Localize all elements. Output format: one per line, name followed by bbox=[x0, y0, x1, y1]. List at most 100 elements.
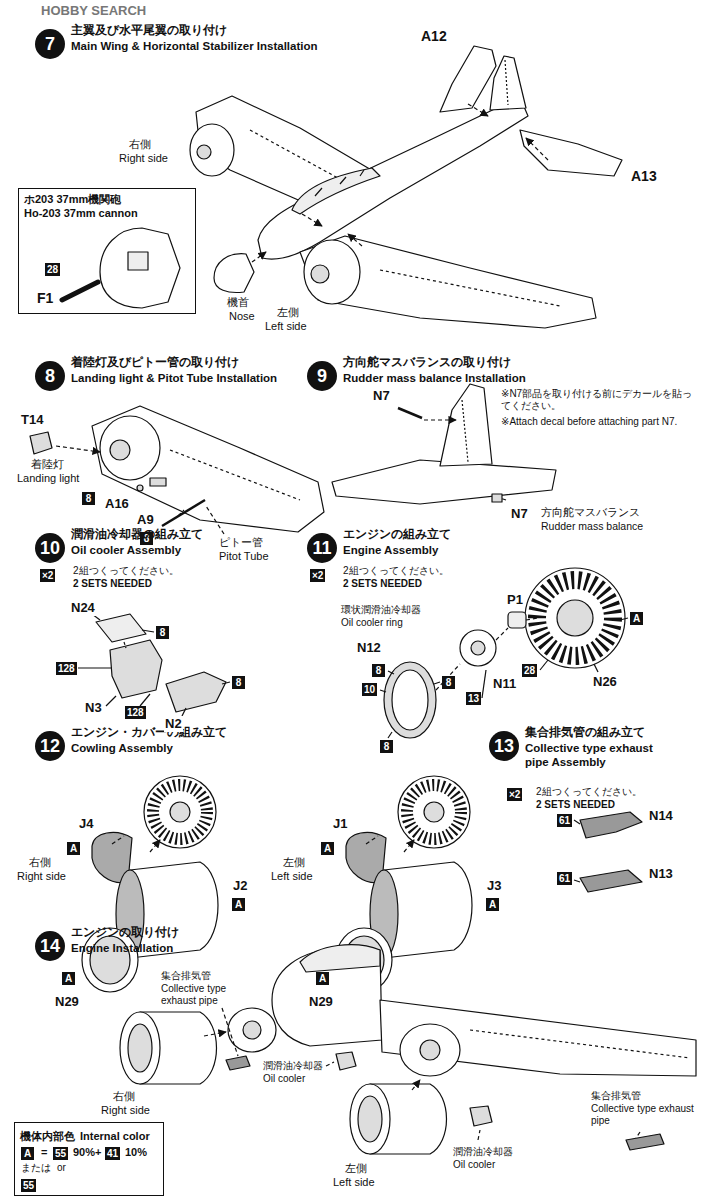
assembly-arrow bbox=[526, 138, 548, 160]
part-number: P1 bbox=[506, 592, 524, 608]
assembly-arrow bbox=[204, 1032, 226, 1036]
assembly-arrow bbox=[326, 1062, 334, 1066]
paint-callout: 8 bbox=[380, 740, 393, 753]
leader-line bbox=[574, 820, 580, 882]
exhaust-pipe-drawing bbox=[580, 812, 642, 838]
leader-line bbox=[182, 708, 186, 716]
paint-code: 41 bbox=[107, 1148, 118, 1159]
airframe-drawing bbox=[315, 170, 364, 196]
oil-cooler-drawing bbox=[166, 672, 226, 712]
assembly-arrow bbox=[56, 446, 224, 534]
paint-callout: 8 bbox=[82, 492, 95, 505]
part-number: F1 bbox=[36, 290, 54, 307]
leader-line bbox=[540, 660, 548, 670]
engine-drawing bbox=[384, 568, 625, 738]
step-title: 潤滑油冷却器の組み立て bbox=[71, 527, 203, 541]
note-text: 環状潤滑油冷却器 bbox=[340, 604, 422, 616]
engine-installation-drawing bbox=[300, 945, 380, 972]
note-text: Right side bbox=[100, 1104, 151, 1117]
note-text: 2組つくってください。 bbox=[72, 565, 180, 577]
note-text: 2 SETS NEEDED bbox=[72, 578, 153, 590]
assembly-arrow bbox=[222, 1008, 238, 1056]
paint-code: 128 bbox=[58, 663, 75, 674]
paint-callout: ×2 bbox=[507, 788, 522, 801]
airframe-drawing bbox=[304, 240, 360, 304]
part-number: A13 bbox=[630, 168, 658, 185]
paint-callout: A bbox=[21, 1147, 34, 1160]
assembly-arrow bbox=[478, 1130, 480, 1140]
note-text: Nose bbox=[228, 310, 256, 323]
paint-callout: A bbox=[62, 972, 75, 985]
paint-code: 128 bbox=[127, 707, 144, 718]
exhaust-pipe-drawing bbox=[580, 812, 642, 892]
leader-line bbox=[78, 667, 112, 668]
note-text: Pitot Tube bbox=[218, 550, 270, 563]
note-text: Left side bbox=[332, 1176, 376, 1189]
airframe-drawing bbox=[100, 228, 180, 308]
note-text: ピトー管 bbox=[218, 536, 264, 549]
step-number-text: 9 bbox=[307, 361, 337, 391]
engine-installation-drawing bbox=[380, 1000, 696, 1076]
mix-ratio: 10% bbox=[124, 1146, 148, 1159]
note-text: 右側 bbox=[28, 856, 52, 869]
paint-callout: 128 bbox=[56, 662, 77, 675]
step-title: Engine Assembly bbox=[343, 543, 438, 557]
airframe-drawing bbox=[505, 60, 508, 105]
note-text: Oil cooler bbox=[452, 1159, 496, 1171]
part-number: T14 bbox=[20, 412, 44, 428]
watermark: HOBBY SEARCH bbox=[40, 3, 147, 19]
engine-installation-drawing bbox=[336, 1052, 356, 1070]
engine-drawing bbox=[460, 630, 496, 666]
paint-callout: 8 bbox=[232, 676, 245, 689]
wing-detail-drawing bbox=[100, 416, 160, 480]
tail-drawing bbox=[462, 400, 468, 462]
assembly-arrow bbox=[252, 252, 266, 262]
step-title: 集合排気管の組み立て bbox=[525, 725, 675, 739]
airframe-drawing bbox=[520, 130, 622, 176]
paint-callout: A bbox=[316, 972, 329, 985]
note-title: 機体内部色 bbox=[20, 1130, 75, 1142]
step-title: Landing light & Pitot Tube Installation bbox=[71, 371, 299, 385]
step-number: 10潤滑油冷却器の組み立てOil cooler Assembly bbox=[35, 533, 65, 563]
paint-code: 55 bbox=[55, 1148, 66, 1159]
leader-line bbox=[106, 696, 116, 706]
part-number: N29 bbox=[54, 994, 80, 1010]
leader-line bbox=[140, 694, 150, 706]
airframe-drawing bbox=[62, 282, 98, 300]
engine-installation-drawing bbox=[228, 1008, 276, 1052]
paint-code: 61 bbox=[559, 815, 570, 826]
oil-cooler-drawing bbox=[110, 640, 162, 698]
note-text: 着陸灯 bbox=[30, 458, 65, 471]
paint-callout: 13 bbox=[466, 692, 481, 705]
paint-callout: 10 bbox=[362, 683, 377, 696]
note-text: 2 SETS NEEDED bbox=[535, 799, 616, 811]
engine-installation-drawing bbox=[128, 1024, 152, 1072]
leader-line bbox=[482, 670, 486, 698]
paint-code: 28 bbox=[524, 665, 535, 676]
assembly-arrow bbox=[204, 1008, 640, 1140]
step-title: Rudder mass balance Installation bbox=[343, 371, 526, 385]
step-title: エンジンの組み立て bbox=[343, 527, 451, 541]
note-text: 2 SETS NEEDED bbox=[342, 578, 423, 590]
assembly-arrow bbox=[468, 104, 488, 116]
cowling-drawing bbox=[170, 802, 190, 822]
note-text: ※Attach decal before attaching part N7. bbox=[500, 416, 698, 428]
step-title: Engine Installation bbox=[71, 941, 173, 955]
engine-installation-drawing bbox=[226, 1056, 250, 1070]
leader-line bbox=[436, 664, 460, 690]
leader-line bbox=[434, 682, 440, 684]
step-number: 8着陸灯及びピトー管の取り付けLanding light & Pitot Tub… bbox=[35, 361, 65, 391]
leader-line bbox=[78, 614, 230, 716]
assembly-arrow bbox=[302, 214, 322, 226]
paint-callout: 41 bbox=[105, 1147, 120, 1160]
engine-installation-drawing bbox=[470, 1106, 492, 1126]
paint-code: ×2 bbox=[509, 789, 520, 800]
airframe-drawing bbox=[311, 265, 329, 283]
engine-installation-drawing bbox=[358, 1096, 382, 1142]
step-number: 9方向舵マスバランスの取り付けRudder mass balance Insta… bbox=[307, 361, 337, 391]
engine-installation-drawing bbox=[626, 1134, 664, 1150]
note-text: 集合排気管 bbox=[590, 1090, 642, 1102]
paint-callout: 8 bbox=[442, 676, 455, 689]
tail-drawing bbox=[440, 384, 492, 466]
